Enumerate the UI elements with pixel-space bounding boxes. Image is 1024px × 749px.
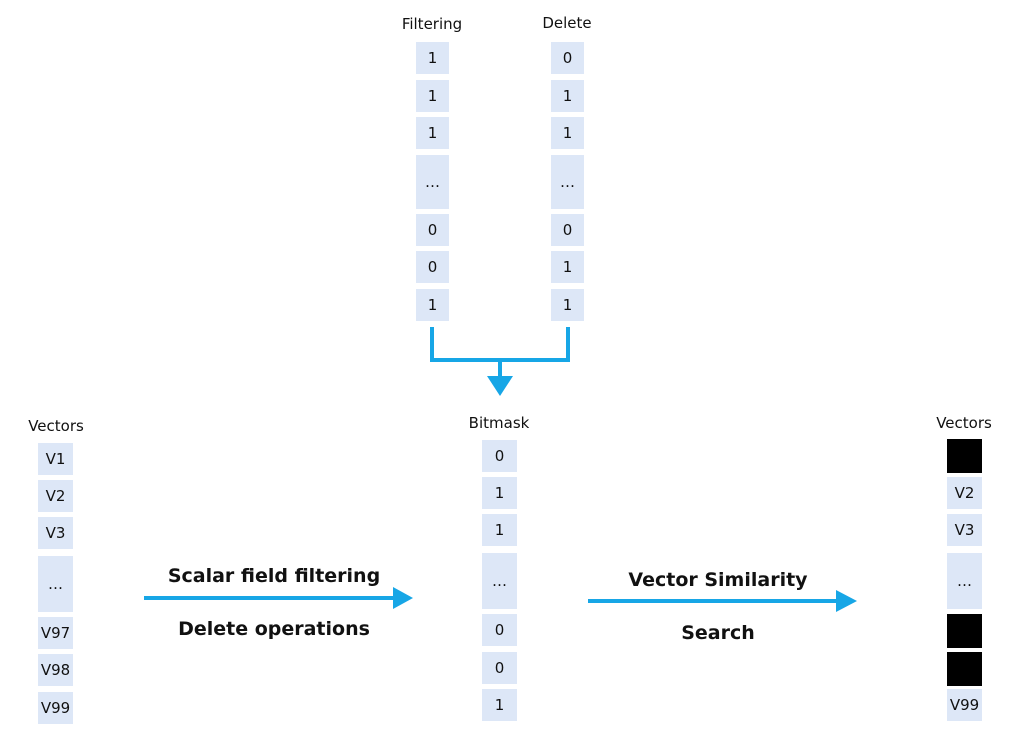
vectors-out-label: Vectors: [936, 414, 992, 432]
delete-cell: 1: [551, 117, 584, 149]
bitmask-cell: 1: [482, 514, 517, 546]
delete-cell: …: [551, 155, 584, 209]
merge-arrowhead: [487, 376, 513, 396]
bitmask-cell: 0: [482, 614, 517, 646]
bitmask-label: Bitmask: [468, 414, 530, 432]
bitmask-cell: …: [482, 553, 517, 609]
filtering-cell: 1: [416, 117, 449, 149]
arrowhead-filter: [393, 587, 413, 609]
op2-line2: Search: [681, 622, 755, 644]
vectors-out-cell: V3: [947, 514, 982, 546]
vectors-out-cell: V2: [947, 477, 982, 509]
filtering-cell: …: [416, 155, 449, 209]
vectors-in-cell: V3: [38, 517, 73, 549]
delete-cell: 1: [551, 289, 584, 321]
arrowhead-search: [836, 590, 857, 612]
bitmask-cell: 0: [482, 440, 517, 472]
vectors-in-cell: V97: [38, 617, 73, 649]
op1-line2: Delete operations: [178, 618, 370, 640]
bitmask-cell: 1: [482, 689, 517, 721]
filtering-cell: 1: [416, 42, 449, 74]
vectors-in-label: Vectors: [28, 417, 84, 435]
delete-cell: 0: [551, 42, 584, 74]
bitmask-cell: 1: [482, 477, 517, 509]
vectors-out-masked-cell: [947, 439, 982, 473]
filtering-cell: 1: [416, 80, 449, 112]
delete-cell: 1: [551, 80, 584, 112]
vectors-out-cell: V99: [947, 689, 982, 721]
filtering-cell: 0: [416, 251, 449, 283]
filtering-label: Filtering: [401, 15, 463, 33]
merge-connector: [430, 327, 570, 378]
vectors-out-masked-cell: [947, 614, 982, 648]
vectors-out-masked-cell: [947, 652, 982, 686]
bitmask-cell: 0: [482, 652, 517, 684]
vectors-in-cell: V98: [38, 654, 73, 686]
op2-line1: Vector Similarity: [628, 569, 808, 591]
vectors-out-cell: …: [947, 553, 982, 609]
vectors-in-cell: …: [38, 556, 73, 612]
filtering-cell: 1: [416, 289, 449, 321]
delete-label: Delete: [542, 14, 592, 32]
vectors-in-cell: V1: [38, 443, 73, 475]
op1-line1: Scalar field filtering: [167, 565, 381, 587]
vectors-in-cell: V2: [38, 480, 73, 512]
delete-cell: 1: [551, 251, 584, 283]
delete-cell: 0: [551, 214, 584, 246]
vectors-in-cell: V99: [38, 692, 73, 724]
filtering-cell: 0: [416, 214, 449, 246]
